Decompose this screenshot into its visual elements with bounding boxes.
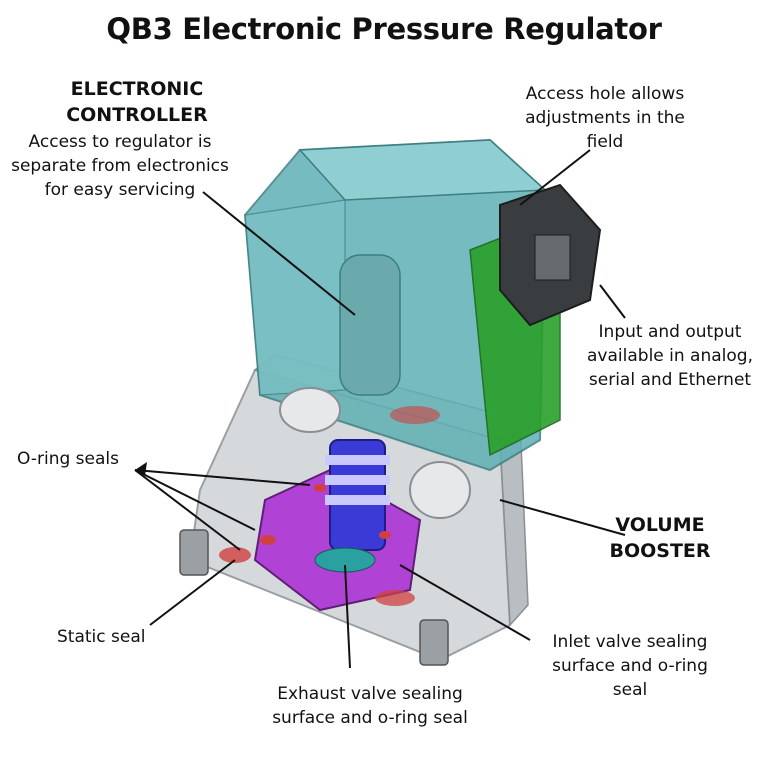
diagram-title: QB3 Electronic Pressure Regulator [106, 12, 662, 46]
booster-internals [253, 387, 471, 612]
seal-marks [219, 406, 440, 606]
controller-desc-line-3: for easy servicing [44, 180, 196, 200]
oring-seals-label: O-ring seals [17, 449, 119, 469]
controller-desc-line-1: Access to regulator is [28, 132, 212, 152]
exhaust-valve-line-1: Exhaust valve sealing [277, 684, 463, 704]
volume-booster-line-1: VOLUME [615, 514, 705, 536]
io-line-1: Input and output [598, 322, 742, 342]
inlet-valve-line-2: surface and o-ring [552, 656, 708, 676]
controller-heading-line-2: CONTROLLER [66, 104, 208, 126]
controller-heading-line-1: ELECTRONIC [70, 78, 204, 100]
exhaust-valve-line-2: surface and o-ring seal [272, 708, 468, 728]
access-hole-line-1: Access hole allows [525, 84, 685, 104]
access-hole-label: Access hole allows adjustments in the fi… [505, 82, 705, 154]
volume-booster-line-2: BOOSTER [609, 540, 711, 562]
controller-heading: ELECTRONIC CONTROLLER [52, 76, 222, 128]
callout-lines [134, 149, 626, 669]
inlet-valve-line-3: seal [612, 680, 648, 700]
controller-description: Access to regulator is separate from ele… [4, 130, 236, 202]
access-hole-line-3: field [586, 132, 624, 152]
controller-desc-line-2: separate from electronics [11, 156, 229, 176]
exhaust-valve-label: Exhaust valve sealing surface and o-ring… [255, 682, 485, 730]
static-seal-label: Static seal [57, 627, 146, 647]
io-line-2: available in analog, [587, 346, 753, 366]
inlet-valve-label: Inlet valve sealing surface and o-ring s… [530, 630, 730, 702]
inlet-valve-line-1: Inlet valve sealing [552, 632, 708, 652]
io-label: Input and output available in analog, se… [572, 320, 768, 392]
access-hole-line-2: adjustments in the [525, 108, 685, 128]
mounting-screws [179, 529, 449, 666]
io-line-3: serial and Ethernet [588, 370, 752, 390]
volume-booster-label: VOLUME BOOSTER [595, 512, 725, 564]
callout-arrowheads [135, 462, 147, 476]
connector [499, 183, 602, 327]
